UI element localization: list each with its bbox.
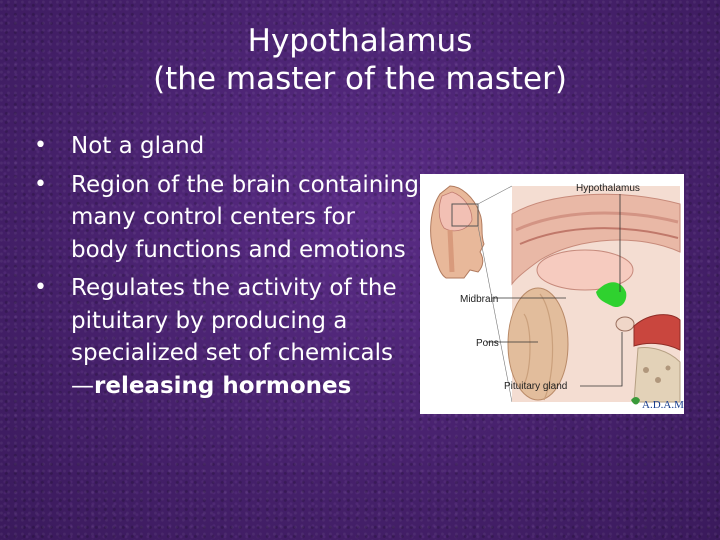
bullet-item: • Not a gland xyxy=(34,130,419,163)
bullet-list: • Not a gland • Region of the brain cont… xyxy=(34,130,419,408)
bullet-text: Region of the brain containing many cont… xyxy=(71,171,419,263)
brain-cross-section xyxy=(507,186,681,403)
label-pituitary-gland: Pituitary gland xyxy=(504,381,567,392)
bullet-emphasis: releasing hormones xyxy=(94,372,352,399)
title-line-2: (the master of the master) xyxy=(153,61,567,97)
leaf-icon xyxy=(631,397,640,405)
hypothalamus-highlight xyxy=(596,282,627,308)
slide-title: Hypothalamus (the master of the master) xyxy=(0,22,720,98)
title-line-1: Hypothalamus xyxy=(247,23,473,59)
adam-credit: A.D.A.M. xyxy=(642,399,684,411)
head-profile-thumbnail xyxy=(430,185,485,279)
bullet-item: • Region of the brain containing many co… xyxy=(34,169,419,267)
label-midbrain: Midbrain xyxy=(460,294,498,305)
adam-logo: A.D.A.M. xyxy=(631,397,684,411)
bullet-dash: — xyxy=(71,372,94,399)
bullet-dot-icon: • xyxy=(34,171,47,197)
label-pons: Pons xyxy=(476,338,499,349)
leader-line xyxy=(580,332,623,387)
bullet-dot-icon: • xyxy=(34,275,47,300)
brain-illustration: Hypothalamus Midbrain Pons Pituitary gla… xyxy=(430,183,684,411)
bullet-dot-icon: • xyxy=(34,133,47,158)
bullet-text: Not a gland xyxy=(71,133,205,159)
zoom-line xyxy=(477,185,513,205)
bullet-text: Regulates the activity of the pituitary … xyxy=(71,275,397,366)
label-hypothalamus: Hypothalamus xyxy=(576,183,640,194)
bullet-item: • Regulates the activity of the pituitar… xyxy=(34,272,419,402)
brain-diagram: Hypothalamus Midbrain Pons Pituitary gla… xyxy=(420,174,684,414)
zoom-line xyxy=(477,225,513,403)
